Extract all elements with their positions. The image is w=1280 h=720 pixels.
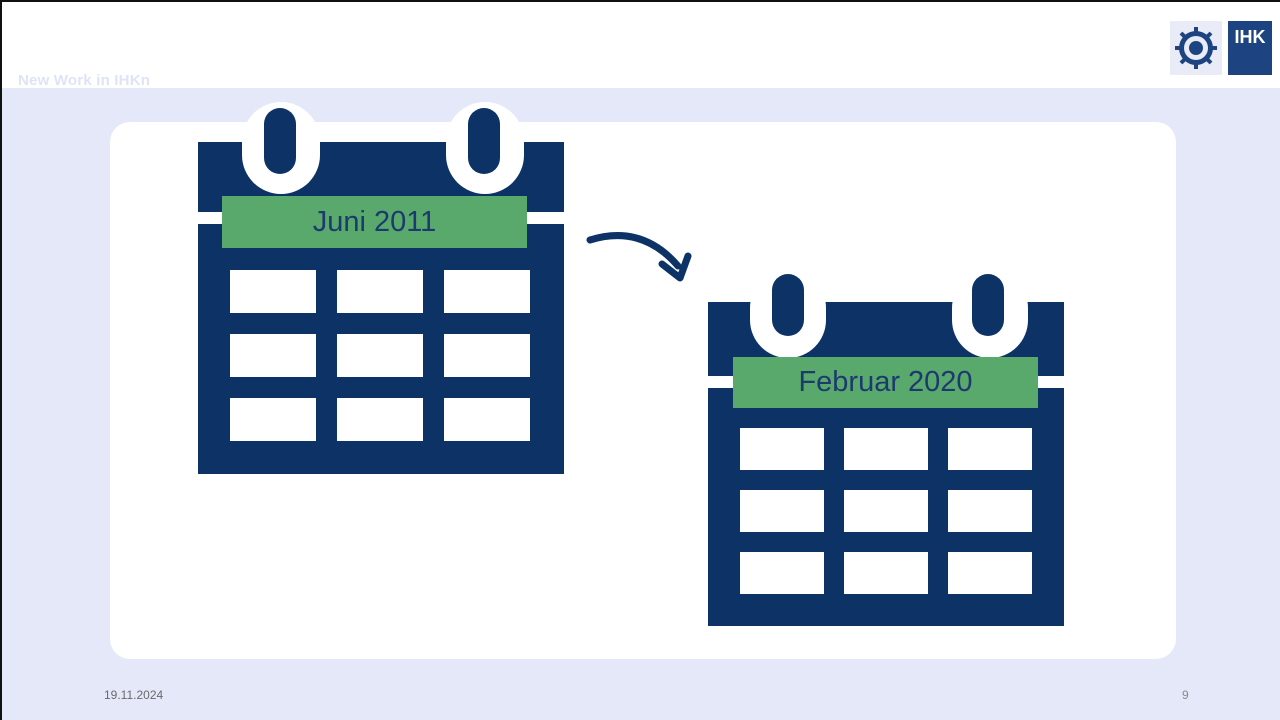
page-number: 9 — [1182, 688, 1189, 702]
calendar-icon — [708, 270, 1064, 626]
slide-header — [2, 2, 1280, 88]
ihk-logo: IHK — [1170, 20, 1272, 76]
calendar-icon — [198, 102, 564, 474]
calendar-label-start: Juni 2011 — [222, 196, 527, 248]
slide-subtitle: New Work in IHKn — [18, 72, 151, 89]
calendar-label-end: Februar 2020 — [733, 357, 1038, 408]
logo-text: IHK — [1228, 21, 1272, 75]
curved-arrow-icon — [586, 232, 692, 282]
footer-date: 19.11.2024 — [104, 688, 164, 702]
ihk-emblem-icon — [1170, 21, 1222, 75]
